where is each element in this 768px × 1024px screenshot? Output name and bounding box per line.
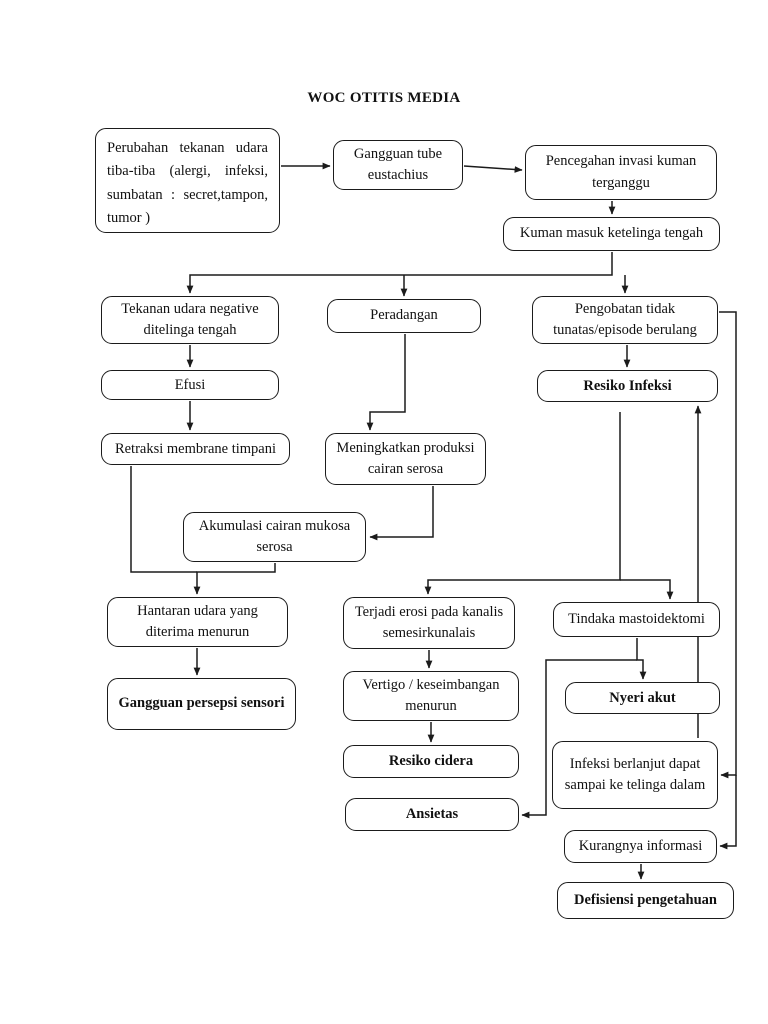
node-retraksi-membrane-timpani[interactable]: Retraksi membrane timpani — [101, 433, 290, 465]
edge-akumulasi-to-hantaran — [193, 563, 276, 595]
edge-meningkatkan-to-akumulasi — [369, 486, 434, 541]
node-akumulasi-cairan-mukosa-serosa[interactable]: Akumulasi cairan mukosa serosa — [183, 512, 366, 562]
edge-bus-to-terjadi-erosi — [424, 412, 621, 595]
node-infeksi-berlanjut-telinga-dalam[interactable]: Infeksi berlanjut dapat sampai ke teling… — [552, 741, 718, 809]
node-vertigo-keseimbangan-menurun[interactable]: Vertigo / keseimbangan menurun — [343, 671, 519, 721]
node-nyeri-akut[interactable]: Nyeri akut — [565, 682, 720, 714]
node-defisiensi-pengetahuan[interactable]: Defisiensi pengetahuan — [557, 882, 734, 919]
node-efusi[interactable]: Efusi — [101, 370, 279, 400]
node-pengobatan-tidak-tunatas[interactable]: Pengobatan tidak tunatas/episode berulan… — [532, 296, 718, 344]
edge-tindaka-to-ansietas — [521, 659, 637, 819]
edge-kuman-to-tekanan — [186, 252, 613, 294]
edge-bus-to-tindaka — [620, 579, 674, 600]
node-tindaka-mastoidektomi[interactable]: Tindaka mastoidektomi — [553, 602, 720, 637]
edge-retraksi-to-hantaran — [130, 466, 197, 573]
node-kurangnya-informasi[interactable]: Kurangnya informasi — [564, 830, 717, 863]
edge-pengobatan-to-infeksi-berlanjut — [719, 311, 737, 779]
node-gangguan-persepsi-sensori[interactable]: Gangguan persepsi sensori — [107, 678, 296, 730]
edge-pengobatan-to-kurangnya-informasi — [719, 775, 737, 850]
node-peradangan[interactable]: Peradangan — [327, 299, 481, 333]
page-title: WOC OTITIS MEDIA — [307, 90, 461, 106]
node-perubahan-tekanan-udara[interactable]: Perubahan tekanan udara tiba-tiba (alerg… — [95, 128, 280, 233]
node-tekanan-udara-negative[interactable]: Tekanan udara negative ditelinga tengah — [101, 296, 279, 344]
node-resiko-cidera[interactable]: Resiko cidera — [343, 745, 519, 778]
edge-tindaka-to-nyeri-akut — [636, 638, 647, 680]
node-ansietas[interactable]: Ansietas — [345, 798, 519, 831]
node-kuman-masuk-ketelinga-tengah[interactable]: Kuman masuk ketelinga tengah — [503, 217, 720, 251]
edge-peradangan-to-meningkatkan — [366, 334, 406, 431]
node-resiko-infeksi[interactable]: Resiko Infeksi — [537, 370, 718, 402]
node-gangguan-tube-eustachius[interactable]: Gangguan tube eustachius — [333, 140, 463, 190]
node-hantaran-udara-menurun[interactable]: Hantaran udara yang diterima menurun — [107, 597, 288, 647]
edge-gangguan-to-pencegahan — [463, 165, 523, 173]
node-meningkatkan-produksi-cairan-serosa[interactable]: Meningkatkan produksi cairan serosa — [325, 433, 486, 485]
node-terjadi-erosi-kanalis[interactable]: Terjadi erosi pada kanalis semesirkunala… — [343, 597, 515, 649]
node-pencegahan-invasi-kuman[interactable]: Pencegahan invasi kuman terganggu — [525, 145, 717, 200]
